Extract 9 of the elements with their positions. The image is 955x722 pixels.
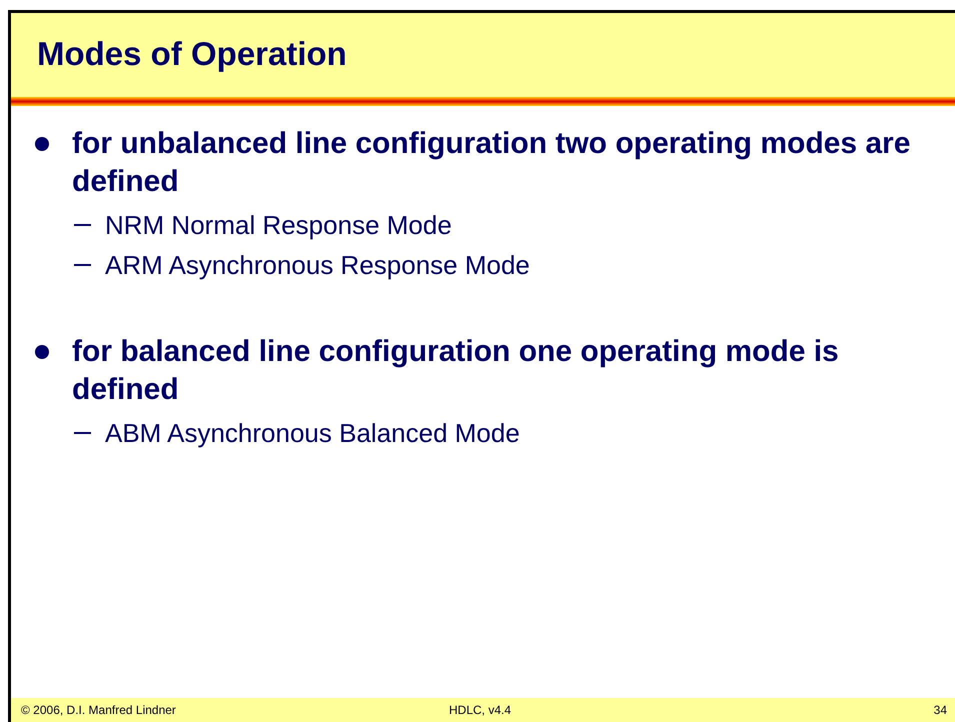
bullet-text: for unbalanced line configuration two operating modes are defined [72,127,910,198]
copyright-text: © 2006, D.I. Manfred Lindner [21,703,176,717]
slide-title: Modes of Operation [37,35,347,73]
sub-bullet-text: ARM Asynchronous Response Mode [105,250,530,280]
page-number: 34 [934,703,947,717]
footer-text: HDLC, v4.4 [449,703,512,717]
sub-bullet-text: ABM Asynchronous Balanced Mode [105,418,520,448]
sub-bullet-text: NRM Normal Response Mode [105,210,452,240]
bullet-text: for balanced line configuration one operating mode is defined [72,335,839,406]
